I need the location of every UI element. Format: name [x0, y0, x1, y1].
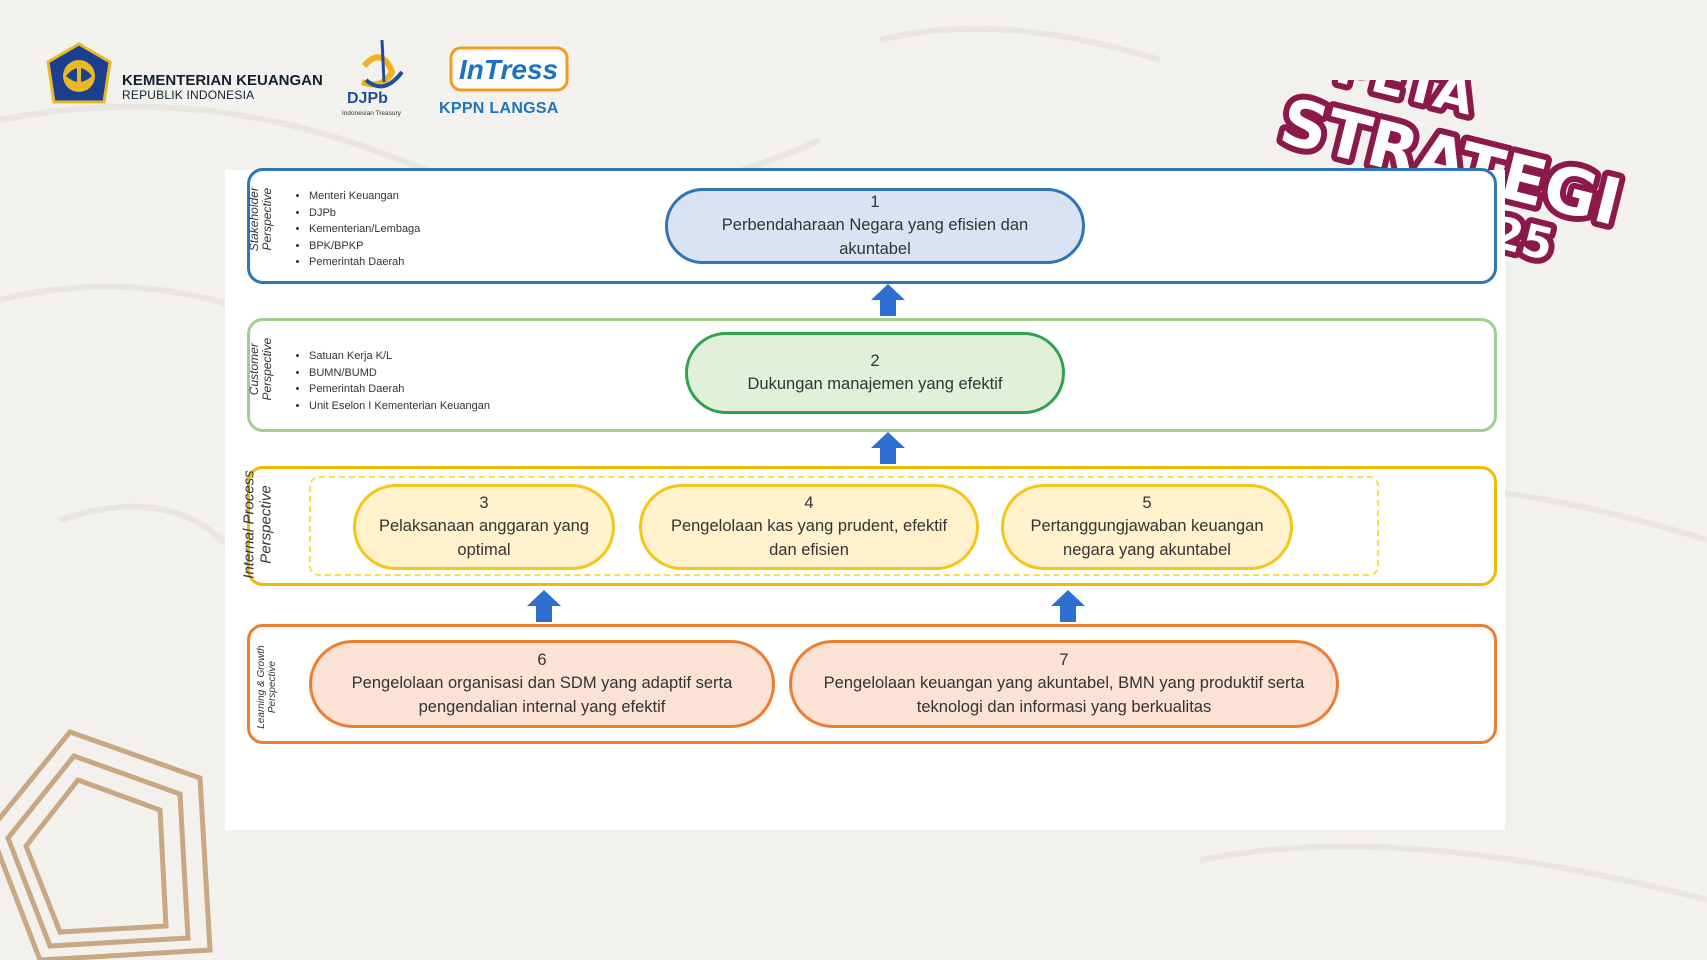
objective-1: 1 Perbendaharaan Negara yang efisien dan… [665, 188, 1085, 264]
kemenkeu-title: KEMENTERIAN KEUANGAN [122, 72, 323, 89]
djpb-logo-icon [360, 39, 404, 89]
stakeholder-label: Stakeholder Perspective [246, 187, 274, 252]
intress-logo: InTress [449, 46, 569, 92]
arrow-up-icon [1051, 590, 1085, 622]
objective-2: 2 Dukungan manajemen yang efektif [685, 332, 1065, 414]
stakeholder-list: Menteri Keuangan DJPb Kementerian/Lembag… [297, 188, 420, 271]
strategy-map-diagram: Stakeholder Perspective Menteri Keuangan… [225, 168, 1505, 830]
list-item: Pemerintah Daerah [309, 381, 490, 398]
objective-6: 6 Pengelolaan organisasi dan SDM yang ad… [309, 640, 775, 728]
kemenkeu-subtitle: REPUBLIK INDONESIA [122, 88, 255, 103]
list-item: Menteri Keuangan [309, 188, 420, 205]
customer-list: Satuan Kerja K/L BUMN/BUMD Pemerintah Da… [297, 348, 490, 414]
objective-5: 5 Pertanggungjawaban keuangan negara yan… [1001, 484, 1293, 570]
learning-growth-label: Learning & Growth Perspective [256, 645, 278, 729]
list-item: BUMN/BUMD [309, 365, 490, 382]
djpb-tagline: Indonesian Treasury [342, 110, 401, 117]
header-logos: KEMENTERIAN KEUANGAN REPUBLIK INDONESIA … [44, 36, 604, 126]
kemenkeu-emblem-icon [46, 42, 112, 104]
objective-4: 4 Pengelolaan kas yang prudent, efektif … [639, 484, 979, 570]
list-item: Satuan Kerja K/L [309, 348, 490, 365]
decorative-pentagon-icon [0, 729, 213, 960]
list-item: Pemerintah Daerah [309, 254, 420, 271]
list-item: DJPb [309, 205, 420, 222]
arrow-up-icon [871, 432, 905, 464]
arrow-up-icon [527, 590, 561, 622]
arrow-up-icon [871, 284, 905, 316]
internal-process-label: Internal Process Perspective [240, 470, 275, 579]
djpb-name: DJPb [347, 90, 388, 107]
list-item: Unit Eselon I Kementerian Keuangan [309, 398, 490, 415]
intress-name: InTress [459, 54, 558, 85]
kppn-name: KPPN LANGSA [439, 100, 559, 117]
customer-label: Customer Perspective [246, 337, 274, 401]
objective-3: 3 Pelaksanaan anggaran yang optimal [353, 484, 615, 570]
internal-process-dashed-frame [309, 476, 1379, 576]
objective-7: 7 Pengelolaan keuangan yang akuntabel, B… [789, 640, 1339, 728]
list-item: Kementerian/Lembaga [309, 221, 420, 238]
list-item: BPK/BPKP [309, 238, 420, 255]
